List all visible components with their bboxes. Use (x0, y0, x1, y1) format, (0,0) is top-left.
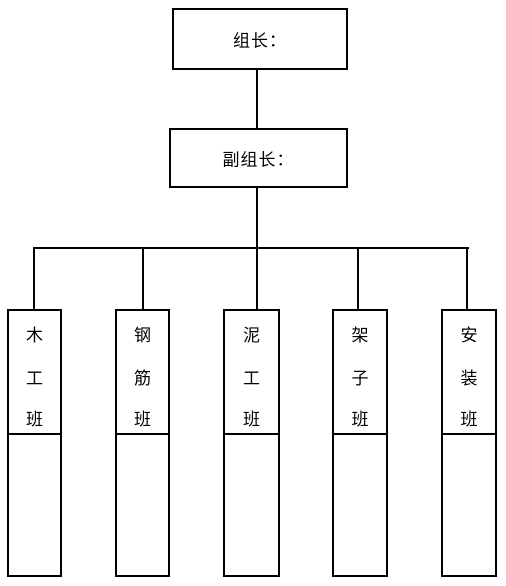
leader-box: 组长： (172, 8, 348, 70)
team-2-char-1: 钢 (134, 326, 151, 346)
team-label-2: 钢 筋 班 (117, 311, 168, 435)
team-body-3 (225, 435, 278, 575)
drop-team-3 (256, 247, 258, 310)
team-column-3: 泥 工 班 (223, 309, 280, 577)
team-column-4: 架 子 班 (332, 309, 388, 577)
team-1-char-1: 木 (26, 326, 43, 346)
team-5-char-1: 安 (460, 326, 478, 346)
team-1-char-2: 工 (26, 369, 43, 389)
team-body-2 (117, 435, 168, 575)
team-3-char-2: 工 (243, 369, 260, 389)
connector-deputy-bar (256, 188, 258, 248)
team-label-4: 架 子 班 (334, 311, 386, 435)
drop-team-4 (357, 247, 359, 310)
drop-team-5 (466, 247, 468, 310)
team-3-char-1: 泥 (243, 326, 260, 346)
team-4-char-3: 班 (351, 410, 369, 430)
drop-team-2 (142, 247, 144, 310)
team-4-char-2: 子 (351, 369, 369, 389)
team-4-char-1: 架 (351, 326, 369, 346)
team-label-1: 木 工 班 (9, 311, 60, 435)
team-label-3: 泥 工 班 (225, 311, 278, 435)
team-2-char-3: 班 (134, 410, 151, 430)
team-3-char-3: 班 (243, 410, 260, 430)
drop-team-1 (33, 247, 35, 310)
horizontal-branch (33, 247, 469, 249)
connector-leader-deputy (256, 70, 258, 128)
team-body-4 (334, 435, 386, 575)
team-5-char-3: 班 (460, 410, 478, 430)
team-2-char-2: 筋 (134, 369, 151, 389)
team-column-1: 木 工 班 (7, 309, 62, 577)
team-1-char-3: 班 (26, 410, 43, 430)
team-label-5: 安 装 班 (443, 311, 495, 435)
deputy-box: 副组长： (169, 128, 348, 188)
leader-label: 组长： (233, 31, 287, 52)
team-body-1 (9, 435, 60, 575)
team-5-char-2: 装 (460, 369, 478, 389)
deputy-label: 副组长： (222, 150, 295, 171)
team-column-5: 安 装 班 (441, 309, 497, 577)
team-body-5 (443, 435, 495, 575)
team-column-2: 钢 筋 班 (115, 309, 170, 577)
